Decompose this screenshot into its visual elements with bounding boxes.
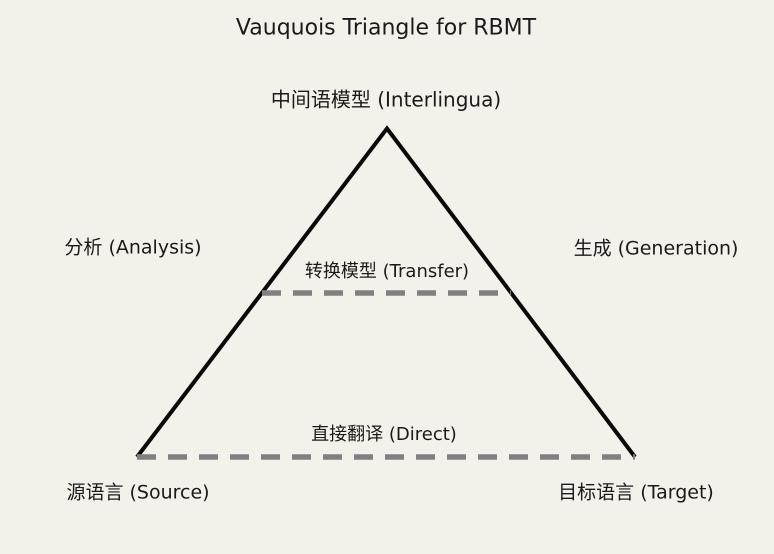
generation-label: 生成 (Generation)	[573, 237, 739, 260]
source-language-label: 源语言 (Source)	[66, 481, 210, 504]
analysis-label: 分析 (Analysis)	[64, 236, 202, 259]
triangle-edges	[135, 125, 637, 459]
interlingua-label: 中间语模型 (Interlingua)	[270, 87, 502, 112]
diagram-title: Vauquois Triangle for RBMT	[235, 15, 537, 41]
target-language-label: 目标语言 (Target)	[558, 481, 714, 504]
transfer-label: 转换模型 (Transfer)	[304, 261, 470, 282]
direct-label: 直接翻译 (Direct)	[311, 424, 457, 445]
